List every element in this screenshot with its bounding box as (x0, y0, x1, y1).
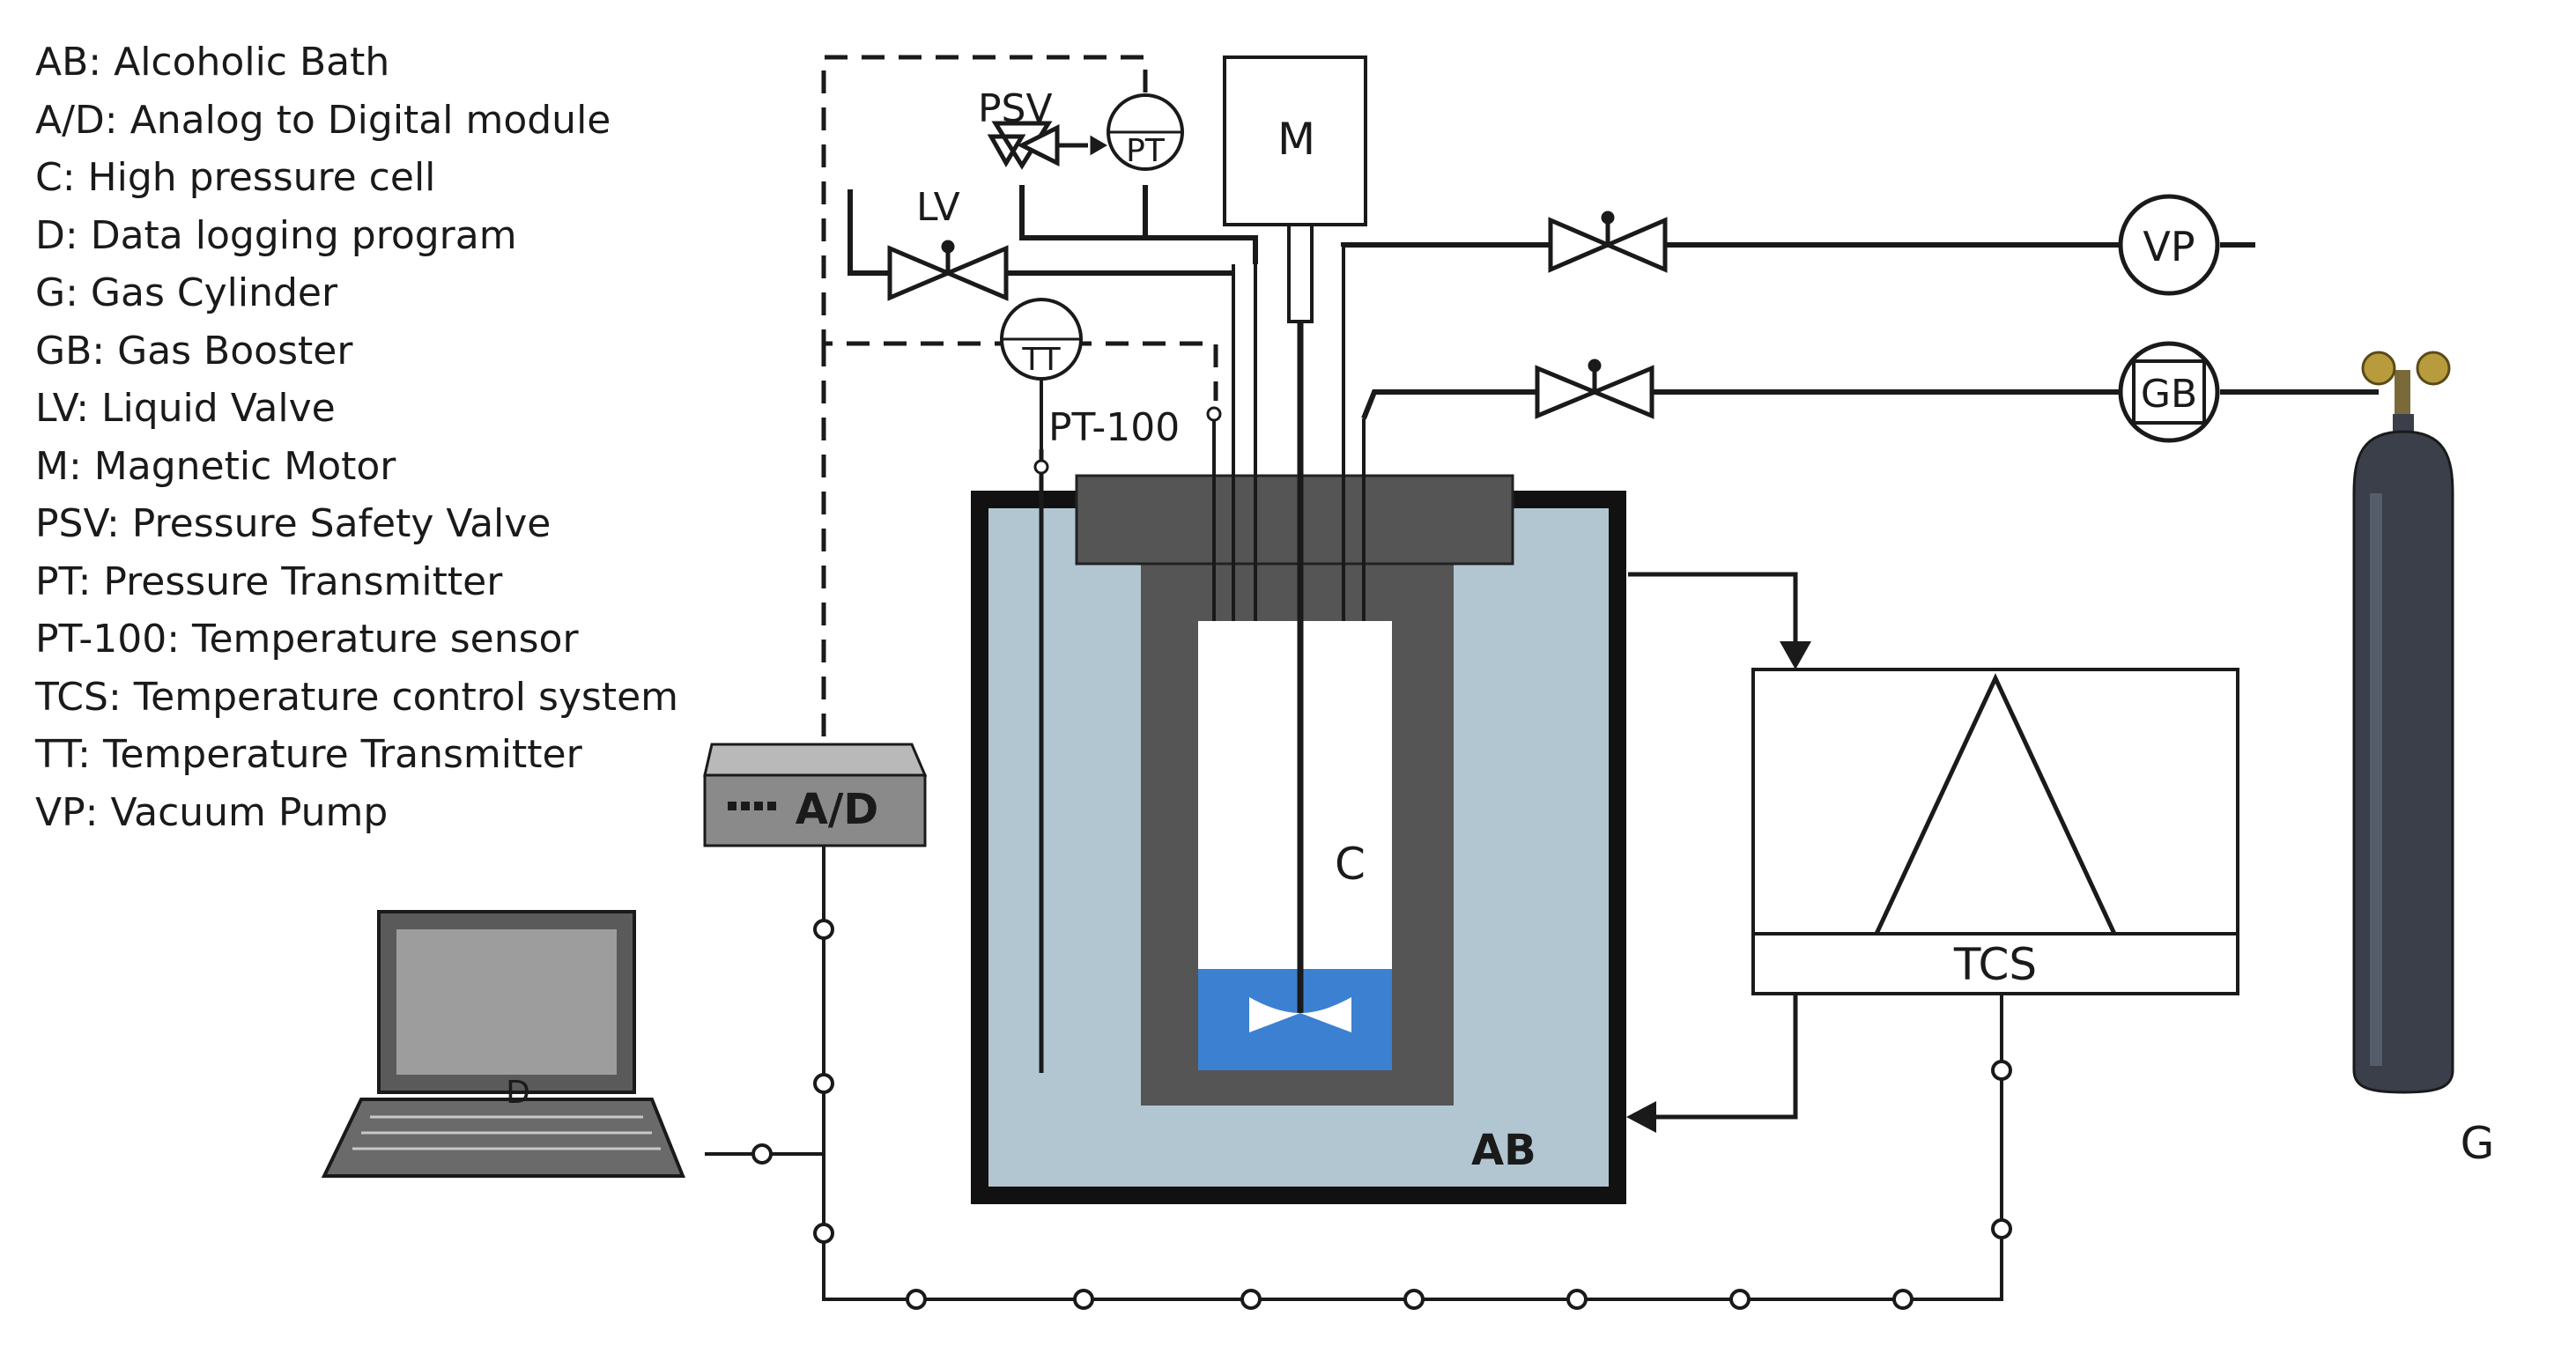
stirrer (1249, 223, 1351, 1032)
label-pt: PT (1126, 133, 1166, 169)
label-gb: GB (2141, 372, 2197, 417)
label-psv: PSV (978, 86, 1053, 131)
legend-item-m: M: Magnetic Motor (35, 443, 396, 489)
cell-liquid (1198, 969, 1392, 1070)
pt100-probe (1033, 449, 1049, 1073)
valve-vacuum (1548, 211, 1668, 273)
tcs-outlet-arrow (1626, 1101, 1656, 1133)
tcs-loop (1628, 572, 1798, 1120)
legend-item-pt100: PT-100: Temperature sensor (35, 617, 579, 662)
cell-pipes (1212, 247, 1366, 621)
label-tt: TT (1021, 342, 1061, 378)
gas-cylinder (2352, 351, 2454, 1094)
label-g: G (2461, 1118, 2495, 1169)
ad-module (703, 743, 928, 847)
legend-item-tcs: TCS: Temperature control system (35, 674, 679, 720)
legend: AB: Alcoholic Bath A/D: Analog to Digita… (35, 33, 678, 841)
label-lv: LV (916, 185, 960, 230)
temperature-transmitter (1000, 298, 1083, 449)
legend-item-gb: GB: Gas Booster (35, 328, 353, 373)
legend-item-tt: TT: Temperature Transmitter (35, 732, 582, 777)
laptop (321, 910, 685, 1178)
legend-item-ad: A/D: Analog to Digital module (35, 97, 611, 143)
legend-item-vp: VP: Vacuum Pump (35, 789, 389, 835)
legend-item-c: C: High pressure cell (35, 155, 436, 200)
legend-item-psv: PSV: Pressure Safety Valve (35, 501, 551, 546)
liquid-valve (887, 240, 1009, 301)
label-c: C (1335, 839, 1366, 890)
legend-item-lv: LV: Liquid Valve (35, 386, 336, 431)
thermowell-tip (1206, 406, 1222, 422)
label-vp: VP (2143, 223, 2195, 270)
tcs-inlet-arrow (1780, 641, 1811, 669)
label-tcs: TCS (1953, 939, 2037, 990)
legend-item-d: D: Data logging program (35, 212, 517, 258)
label-pt100: PT-100 (1048, 405, 1180, 450)
pressure-safety-valve (987, 121, 1107, 170)
label-ab: AB (1471, 1126, 1536, 1175)
cell-lid (1075, 474, 1514, 566)
pressure-transmitter (1107, 93, 1184, 171)
signal-lines-dashed (821, 55, 1218, 810)
gas-booster (2118, 341, 2220, 443)
high-pressure-cell (1075, 474, 1514, 1106)
label-ad: A/D (796, 785, 879, 834)
legend-item-pt: PT: Pressure Transmitter (35, 558, 503, 604)
vacuum-pump (2118, 194, 2220, 296)
legend-item-ab: AB: Alcoholic Bath (35, 40, 390, 85)
temperature-control-system (1751, 668, 2239, 995)
label-m: M (1277, 114, 1315, 165)
valve-gas (1535, 359, 1654, 419)
legend-item-g: G: Gas Cylinder (35, 270, 338, 315)
wiring-nodes (751, 919, 2012, 1310)
magnetic-motor (1223, 55, 1367, 226)
label-d: D (506, 1075, 530, 1111)
